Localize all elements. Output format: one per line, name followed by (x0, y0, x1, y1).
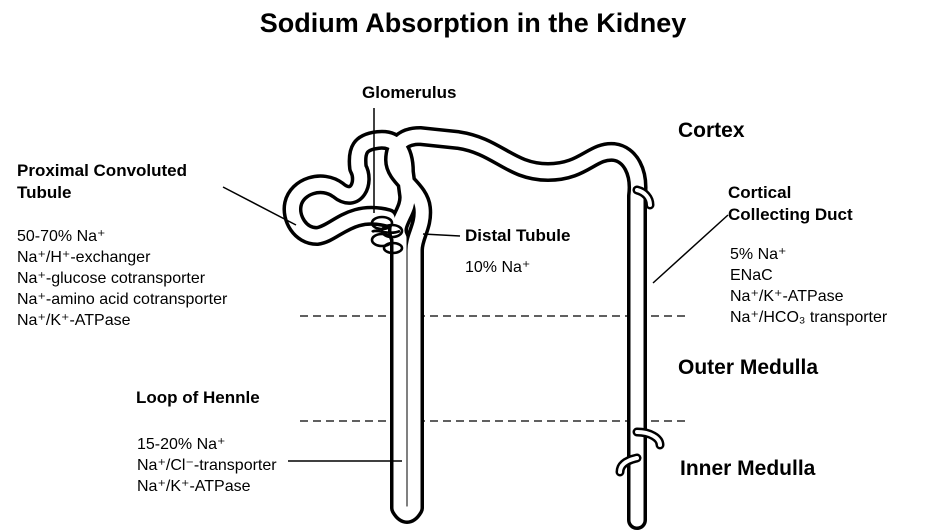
list-item: 5% Na⁺ (730, 244, 887, 265)
loop-of-henle-label: Loop of Hennle (136, 387, 260, 409)
list-item: Na⁺/H⁺-exchanger (17, 247, 227, 268)
pct-transporter-list: 50-70% Na⁺ Na⁺/H⁺-exchanger Na⁺-glucose … (17, 226, 227, 331)
list-item: Na⁺-amino acid cotransporter (17, 289, 227, 310)
list-item: Na⁺/K⁺-ATPase (17, 310, 227, 331)
tubule-lumen (292, 136, 637, 520)
ccd-transporter-list: 5% Na⁺ ENaC Na⁺/K⁺-ATPase Na⁺/HCO₃ trans… (730, 244, 887, 328)
distal-tubule-label: Distal Tubule (465, 225, 570, 247)
list-item: 50-70% Na⁺ (17, 226, 227, 247)
list-item: Na⁺-glucose cotransporter (17, 268, 227, 289)
list-item: Na⁺/K⁺-ATPase (730, 286, 887, 307)
cortex-label: Cortex (678, 119, 745, 143)
ccd-heading-line: Cortical (728, 182, 853, 204)
pct-heading: Proximal Convoluted Tubule (17, 160, 187, 204)
distal-percent: 10% Na⁺ (465, 257, 530, 278)
list-item: ENaC (730, 265, 887, 286)
list-item: Na⁺/Cl⁻-transporter (137, 455, 277, 476)
ccd-heading-line: Collecting Duct (728, 204, 853, 226)
pct-heading-line: Tubule (17, 182, 187, 204)
diagram-title: Sodium Absorption in the Kidney (0, 8, 946, 39)
list-item: Na⁺/K⁺-ATPase (137, 476, 277, 497)
distal-leader (423, 234, 460, 236)
outer-medulla-label: Outer Medulla (678, 356, 818, 380)
ccd-heading: Cortical Collecting Duct (728, 182, 853, 226)
ccd-leader (653, 215, 728, 283)
list-item: 15-20% Na⁺ (137, 434, 277, 455)
loop-transporter-list: 15-20% Na⁺ Na⁺/Cl⁻-transporter Na⁺/K⁺-AT… (137, 434, 277, 497)
pct-heading-line: Proximal Convoluted (17, 160, 187, 182)
nephron-tubule (292, 136, 660, 520)
glomerulus-label: Glomerulus (362, 82, 456, 104)
inner-medulla-label: Inner Medulla (680, 457, 815, 481)
list-item: Na⁺/HCO₃ transporter (730, 307, 887, 328)
